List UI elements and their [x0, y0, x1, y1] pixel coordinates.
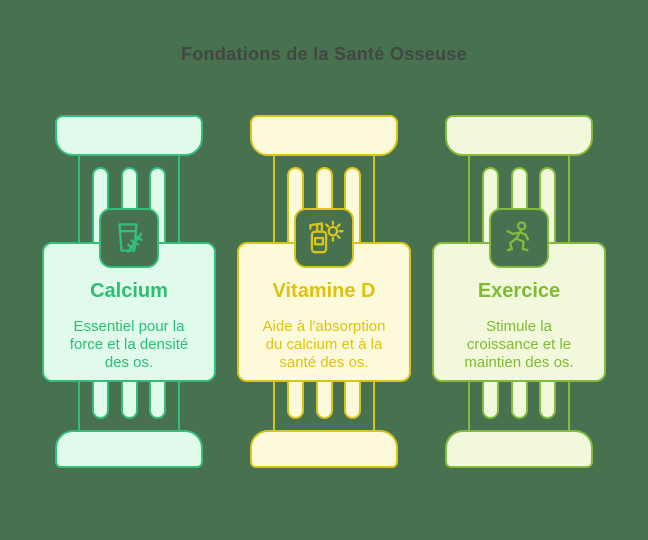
card-description: Aide à l'absorption du calcium et à la s…: [262, 318, 386, 371]
pillar-capital: [55, 115, 203, 156]
pillar-capital: [250, 115, 398, 156]
icon-box: [294, 208, 354, 268]
card-title: Calcium: [90, 280, 168, 302]
supplement-bottle-sun-icon: [309, 220, 344, 254]
pillar-base: [445, 430, 593, 468]
pillar-capital: [445, 115, 593, 156]
card-title: Vitamine D: [272, 280, 376, 302]
pillars-row: Calcium Essentiel pour la force et la de…: [0, 115, 648, 468]
icon-box: [99, 208, 159, 268]
card-description: Essentiel pour la force et la densité de…: [69, 318, 189, 371]
pillar-base: [55, 430, 203, 468]
milk-glass-sprig-icon: [118, 223, 143, 253]
pillar-exercice: Exercice Stimule la croissance et le mai…: [432, 115, 606, 468]
card-description: Stimule la croissance et le maintien des…: [464, 318, 574, 371]
info-card-calcium: Calcium Essentiel pour la force et la de…: [42, 242, 216, 382]
icon-box: [489, 208, 549, 268]
pillar-calcium: Calcium Essentiel pour la force et la de…: [42, 115, 216, 468]
card-title: Exercice: [477, 280, 561, 302]
pillar-base: [250, 430, 398, 468]
page-title: Fondations de la Santé Osseuse: [180, 44, 468, 64]
runner-icon: [506, 221, 530, 252]
pillar-vitamine-d: Vitamine D Aide à l'absorption du calciu…: [237, 115, 411, 468]
